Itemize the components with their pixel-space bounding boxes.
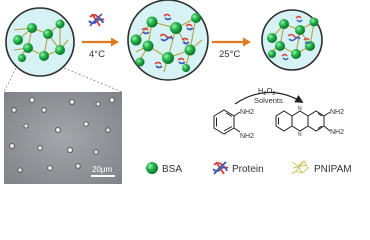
sem-micrograph: 20μm xyxy=(4,92,122,184)
protein-cargo xyxy=(141,13,194,69)
arrow-warm xyxy=(212,37,251,47)
capsule-loaded xyxy=(127,0,209,81)
product-ring-n-bottom: N xyxy=(298,132,302,138)
legend-pnipam-label: PNIPAM xyxy=(314,164,352,175)
zoom-lines xyxy=(3,67,123,93)
reactant-nh2-top: NH2 xyxy=(240,109,254,116)
legend-protein-label: Protein xyxy=(232,164,264,175)
capsule-shrunk xyxy=(261,9,323,71)
bsa-spheres xyxy=(130,13,201,72)
microcapsule-dots xyxy=(9,97,115,173)
arrow-cool xyxy=(82,37,119,47)
reaction-arrow xyxy=(234,91,304,105)
legend-item-protein: Protein xyxy=(212,161,264,175)
product-nh2-top: NH2 xyxy=(330,109,344,116)
protein-icon xyxy=(88,13,105,27)
reactant-nh2-bottom: NH2 xyxy=(240,133,254,140)
product-ring-n-top: N xyxy=(298,106,302,112)
cool-temp-label: 4°C xyxy=(89,49,105,60)
bsa-spheres xyxy=(13,19,65,62)
capsule-initial xyxy=(5,7,75,77)
bsa-spheres xyxy=(267,17,319,59)
legend-item-bsa: BSA xyxy=(146,162,182,175)
legend-bsa-label: BSA xyxy=(162,164,182,175)
bsa-legend-icon xyxy=(146,162,158,174)
protein-legend-icon xyxy=(212,161,229,175)
scheme-diagram: 4°C xyxy=(3,0,352,184)
legend-item-pnipam: PNIPAM xyxy=(291,160,352,175)
product-nh2-bottom: NH2 xyxy=(330,129,344,136)
scale-bar-label: 20μm xyxy=(92,165,113,174)
solvent-label: Solvents xyxy=(254,96,283,105)
pnipam-legend-icon xyxy=(291,160,309,175)
reactant-structure xyxy=(213,109,241,135)
product-structure xyxy=(275,110,331,132)
reagent-label: H2O2 xyxy=(258,86,275,97)
warm-temp-label: 25°C xyxy=(219,49,240,60)
legend: BSA Protein PNIPAM xyxy=(146,160,352,175)
